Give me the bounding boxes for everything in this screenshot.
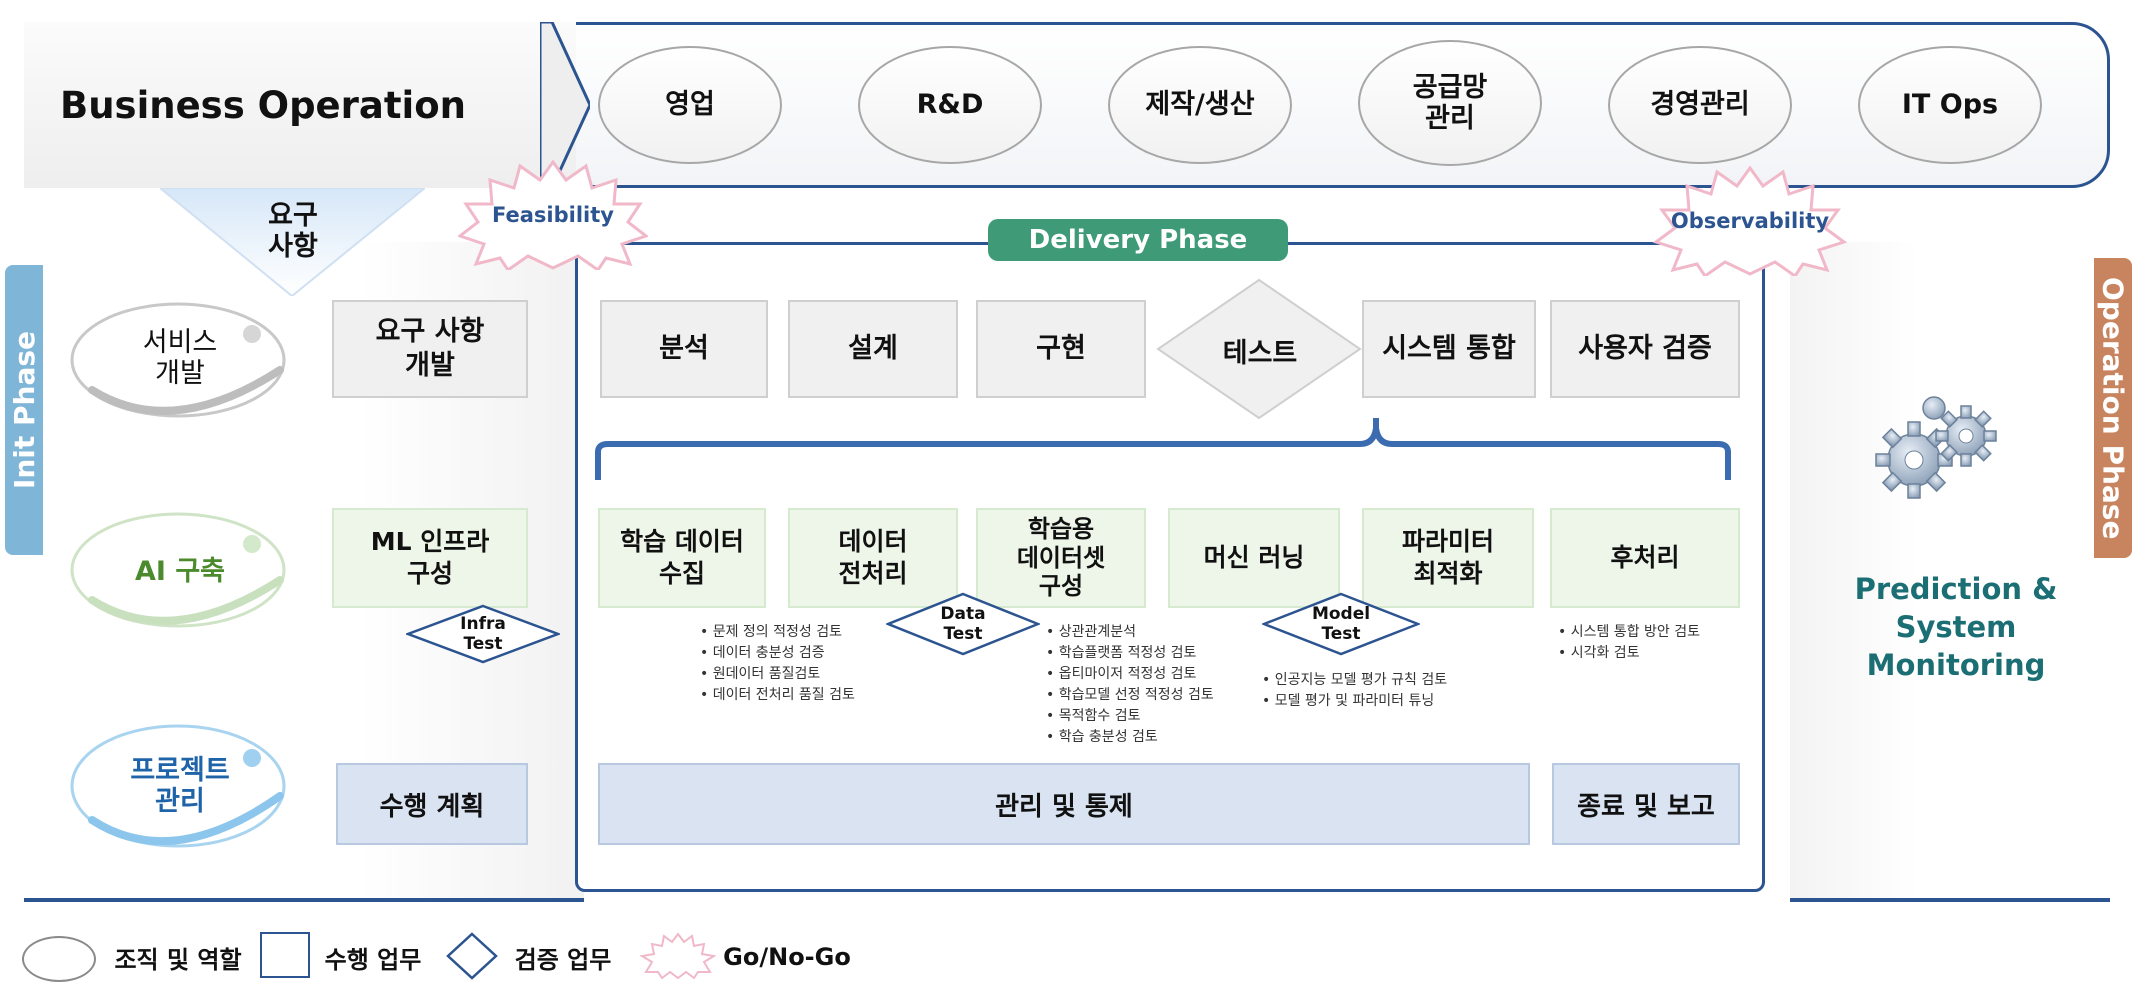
- legend-verify-diamond: [446, 932, 498, 980]
- unit-production: 제작/생산: [1108, 46, 1292, 164]
- ai-step-machine-learning: 머신 러닝: [1168, 508, 1340, 608]
- feasibility-starburst: [458, 160, 648, 270]
- operation-phase-tab-text-wrap: Operation Phase: [2094, 258, 2132, 558]
- business-operation-box: [24, 22, 576, 188]
- note-item: 인공지능 모델 평가 규칙 검토: [1262, 670, 1522, 691]
- legend-org-oval: [22, 936, 96, 982]
- unit-sales: 영업: [598, 46, 782, 164]
- data-test-label: Data Test: [940, 603, 986, 644]
- delivery-phase-label: Delivery Phase: [1028, 225, 1248, 255]
- feasibility-label: Feasibility: [492, 203, 614, 227]
- notes-dataset: 상관관계분석 학습플랫폼 적정성 검토 옵티마이저 적정성 검토 학습모델 선정…: [1046, 622, 1276, 748]
- delivery-step-user-validation: 사용자 검증: [1550, 300, 1740, 398]
- init-phase-tab-text-wrap: Init Phase: [5, 265, 43, 555]
- note-item: 학습플랫폼 적정성 검토: [1046, 643, 1276, 664]
- legend-gonogo-label: Go/No-Go: [723, 943, 851, 971]
- operation-phase-tab: [2094, 258, 2132, 558]
- note-item: 모델 평가 및 파라미터 튜닝: [1262, 691, 1522, 712]
- operation-phase-label: Operation Phase: [2096, 276, 2130, 540]
- infra-test-diamond: [406, 604, 560, 664]
- role-ai: AI 구축: [134, 555, 226, 587]
- unit-supply-chain: 공급망 관리: [1358, 40, 1542, 166]
- delivery-step-system-integration: 시스템 통합: [1362, 300, 1536, 398]
- note-item: 상관관계분석: [1046, 622, 1276, 643]
- delivery-brace: [595, 418, 1731, 480]
- unit-it-ops: IT Ops: [1858, 46, 2042, 164]
- task-ml-infra: ML 인프라 구성: [332, 508, 528, 608]
- ai-step-dataset: 학습용 데이터셋 구성: [976, 508, 1146, 608]
- role-pm: 프로젝트 관리: [130, 754, 230, 817]
- ai-step-data-collection: 학습 데이터 수집: [598, 508, 766, 608]
- init-phase-label: Init Phase: [7, 330, 41, 490]
- ai-step-preprocessing: 데이터 전처리: [788, 508, 958, 608]
- delivery-phase-tab: [988, 219, 1288, 261]
- pm-role-swoosh: [70, 724, 286, 848]
- legend-gonogo-starburst: [640, 932, 716, 980]
- requirements-arrow: [160, 188, 425, 296]
- note-item: 학습 충분성 검토: [1046, 727, 1276, 748]
- task-close-report: 종료 및 보고: [1552, 763, 1740, 845]
- unit-management: 경영관리: [1608, 46, 1792, 164]
- legend-org-label: 조직 및 역할: [114, 945, 242, 974]
- test-diamond: [1156, 278, 1362, 420]
- note-item: 학습모델 선정 적정성 검토: [1046, 685, 1276, 706]
- observability-starburst: [1652, 166, 1848, 276]
- legend-task-box: [260, 932, 310, 978]
- notes-model: 인공지능 모델 평가 규칙 검토 모델 평가 및 파라미터 튜닝: [1262, 670, 1522, 712]
- legend-task-label: 수행 업무: [324, 945, 422, 974]
- notes-post: 시스템 통합 방안 검토 시각화 검토: [1558, 622, 1748, 664]
- delivery-step-test: 테스트: [1222, 337, 1298, 369]
- operation-title: Prediction & System Monitoring: [1854, 572, 2058, 682]
- init-phase-tab: [5, 265, 43, 555]
- delivery-step-analysis: 분석: [600, 300, 768, 398]
- delivery-step-implementation: 구현: [976, 300, 1146, 398]
- gears-icon: [1875, 396, 1997, 499]
- task-requirements-dev: 요구 사항 개발: [332, 300, 528, 398]
- note-item: 데이터 충분성 검증: [700, 643, 920, 664]
- note-item: 문제 정의 적정성 검토: [700, 622, 920, 643]
- notes-data: 문제 정의 적정성 검토 데이터 충분성 검증 원데이터 품질검토 데이터 전처…: [700, 622, 920, 706]
- unit-rnd: R&D: [858, 46, 1042, 164]
- model-test-label: Model Test: [1311, 603, 1371, 644]
- observability-label: Observability: [1670, 209, 1830, 233]
- task-execution-plan: 수행 계획: [336, 763, 528, 845]
- note-item: 데이터 전처리 품질 검토: [700, 685, 920, 706]
- legend-verify-label: 검증 업무: [514, 945, 612, 974]
- business-arrow-tip: [540, 22, 590, 188]
- ai-step-parameter-optimization: 파라미터 최적화: [1362, 508, 1534, 608]
- data-test-diamond: [886, 592, 1040, 656]
- operation-phase-panel: [1790, 242, 2110, 902]
- role-service: 서비스 개발: [142, 326, 218, 389]
- service-role-swoosh: [70, 302, 286, 418]
- note-item: 원데이터 품질검토: [700, 664, 920, 685]
- business-operation-title: Business Operation: [60, 83, 466, 127]
- note-item: 목적함수 검토: [1046, 706, 1276, 727]
- infra-test-label: Infra Test: [460, 613, 506, 654]
- delivery-step-design: 설계: [788, 300, 958, 398]
- task-management-control: 관리 및 통제: [598, 763, 1530, 845]
- requirements-label: 요구 사항: [268, 199, 318, 262]
- note-item: 시스템 통합 방안 검토: [1558, 622, 1748, 643]
- ai-role-swoosh: [70, 512, 286, 628]
- note-item: 시각화 검토: [1558, 643, 1748, 664]
- ai-step-postprocessing: 후처리: [1550, 508, 1740, 608]
- model-test-diamond: [1262, 592, 1420, 656]
- note-item: 옵티마이저 적정성 검토: [1046, 664, 1276, 685]
